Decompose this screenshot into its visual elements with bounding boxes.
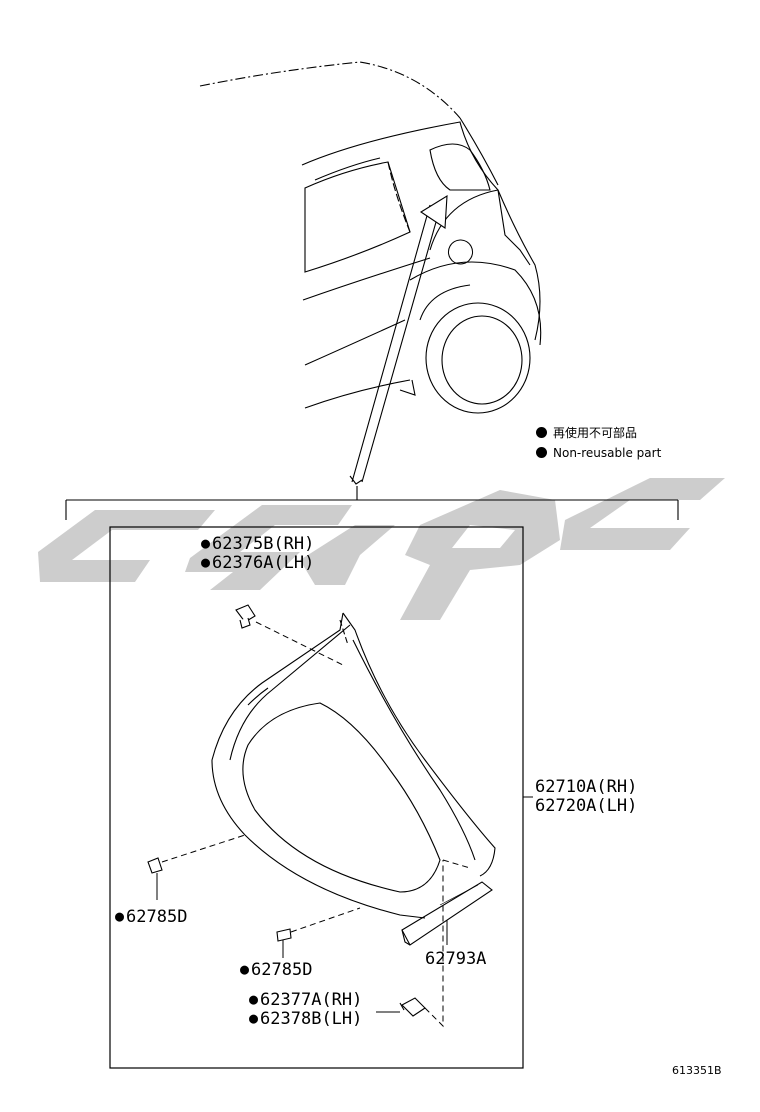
label-62377A: 62377A(RH) [249,991,362,1010]
solid-leaders [156,796,533,1013]
watermark-logo [38,478,725,620]
label-62376A: 62376A(LH) [201,554,314,573]
bullet-icon [536,427,547,438]
legend: 再使用不可部品 Non-reusable part [536,425,661,461]
parts-frame [109,526,524,1069]
label-62720A: 62720A(LH) [535,796,638,816]
clip-upper [235,604,256,623]
label-62710A: 62710A(RH) [535,777,638,797]
clip-left [147,857,163,874]
bullet-icon [536,447,547,458]
dashed-leaders [161,621,471,1028]
legend-jp-text: 再使用不可部品 [553,426,638,440]
label-62793A: 62793A [425,949,487,969]
quarter-window-garnish [211,612,496,946]
reference-number: 613351B [672,1064,722,1077]
group-bracket [65,486,679,520]
label-62785D-bottom: 62785D [240,961,312,980]
legend-en: Non-reusable part [536,445,661,461]
label-62375B: 62375B(RH) [201,535,314,554]
legend-jp: 再使用不可部品 [536,425,661,441]
legend-en-text: Non-reusable part [553,446,662,460]
vehicle-rear-view [199,61,542,485]
label-62378B: 62378B(LH) [249,1010,362,1029]
clip-lower [401,997,426,1017]
label-62785D-left: 62785D [115,908,187,927]
clip-bottom [276,928,292,942]
